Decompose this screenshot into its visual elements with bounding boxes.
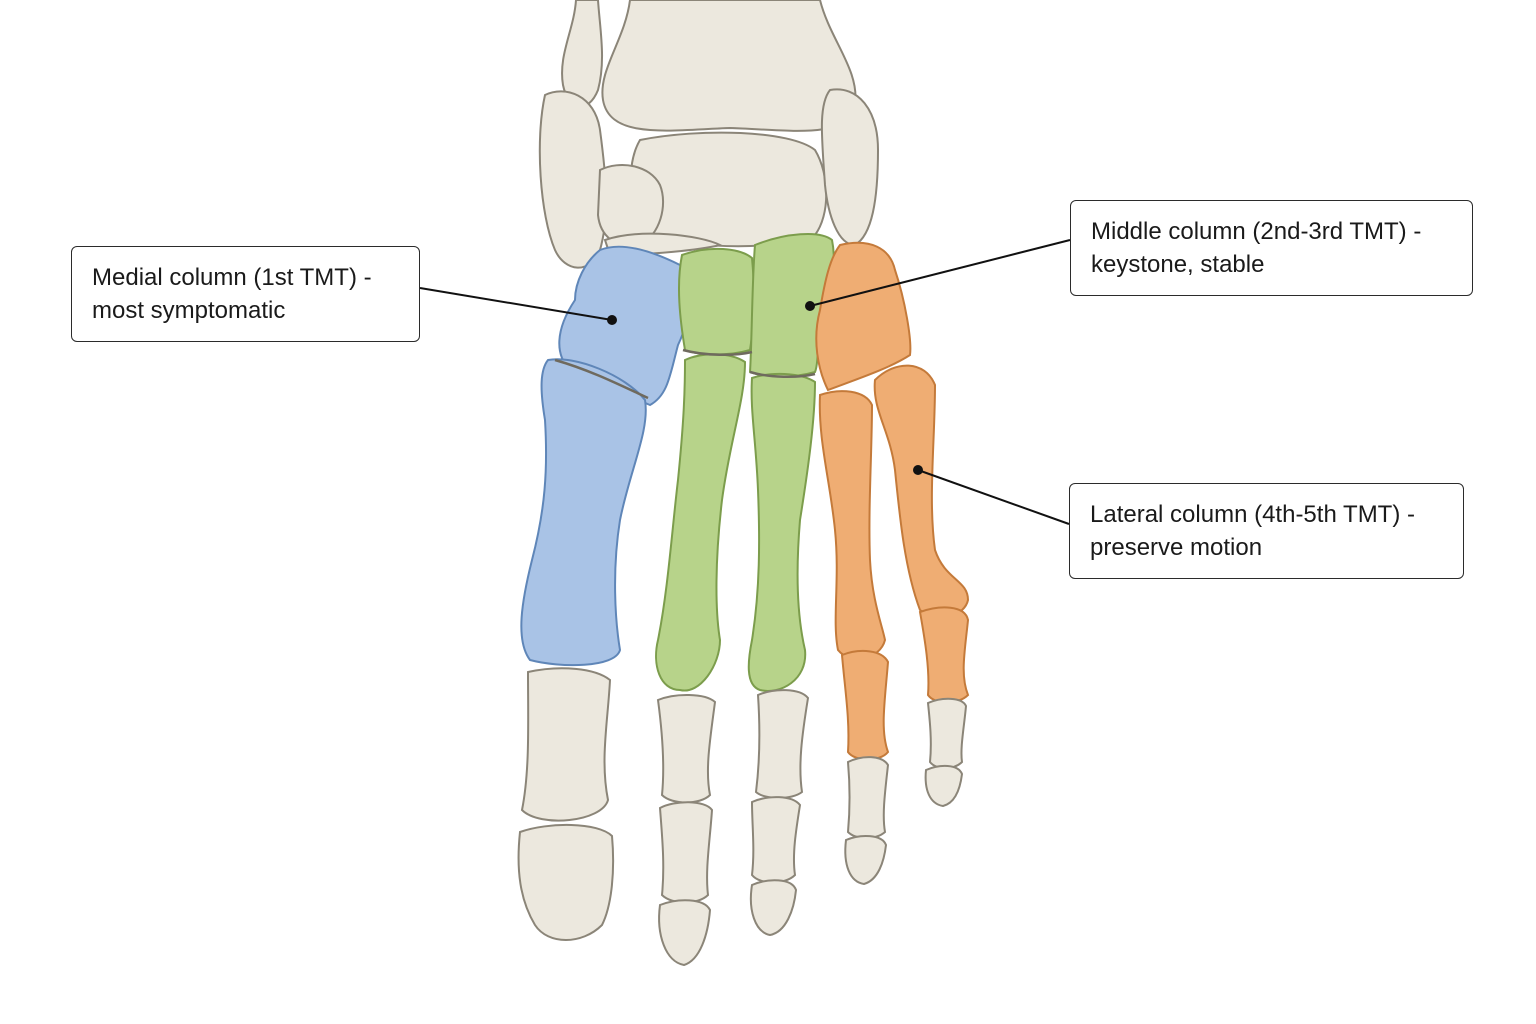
medial-leader-line: [419, 287, 613, 321]
fibula-bone: [561, 0, 604, 108]
middle-column-joint: [682, 348, 816, 379]
lateral-label-line2: preserve motion: [1090, 534, 1263, 561]
lateral-leader-line: [917, 469, 1070, 525]
fourth-phalanx-proximal-bone: [840, 649, 890, 761]
lateral-leader-dot: [913, 465, 923, 475]
middle-leader-line: [809, 239, 1071, 307]
lateral-column-label: Lateral column (4th-5th TMT) - preserve …: [1069, 483, 1464, 579]
intermediate-cuneiform-bone: [678, 247, 756, 356]
third-toe-phalanx-1-bone: [754, 689, 810, 799]
medial-column-label: Medial column (1st TMT) - most symptomat…: [71, 246, 420, 342]
fifth-toe-phalanx-2-bone: [926, 697, 968, 769]
middle-leader-dot: [805, 301, 815, 311]
middle-label-line1: Middle column (2nd-3rd TMT) -: [1091, 218, 1422, 245]
fourth-toe-phalanx-3-bone: [844, 835, 888, 886]
first-mt-base-joint: [554, 358, 649, 400]
fifth-phalanx-proximal-bone: [918, 606, 970, 704]
second-toe-phalanx-1-bone: [656, 694, 717, 804]
medial-label-line2: most symptomatic: [92, 297, 286, 324]
middle-label-line2: keystone, stable: [1091, 251, 1265, 278]
third-toe-phalanx-3-bone: [750, 879, 798, 937]
second-toe-phalanx-3-bone: [658, 899, 712, 967]
cuneiform-area-bone: [596, 164, 665, 247]
fifth-toe-phalanx-3-bone: [924, 764, 964, 808]
calcaneus-lateral-bone: [820, 88, 880, 247]
tibia-bone: [601, 0, 857, 132]
medial-label-line1: Medial column (1st TMT) -: [92, 264, 372, 291]
hallux-proximal-phalanx-bone: [520, 667, 612, 822]
fourth-toe-phalanx-2-bone: [846, 756, 890, 839]
third-toe-phalanx-2-bone: [750, 796, 802, 884]
medial-leader-dot: [607, 315, 617, 325]
cuboid-bone: [815, 241, 912, 392]
hallux-distal-phalanx-bone: [517, 824, 615, 941]
second-toe-phalanx-2-bone: [658, 801, 714, 904]
navicular-bone: [538, 90, 608, 269]
third-metatarsal-bone: [747, 372, 817, 692]
lateral-label-line1: Lateral column (4th-5th TMT) -: [1090, 501, 1415, 528]
middle-column-label: Middle column (2nd-3rd TMT) - keystone, …: [1070, 200, 1473, 296]
first-metatarsal-bone: [520, 358, 647, 667]
fifth-metatarsal-bone: [873, 364, 970, 619]
second-metatarsal-bone: [655, 353, 747, 692]
fourth-metatarsal-bone: [818, 390, 887, 660]
